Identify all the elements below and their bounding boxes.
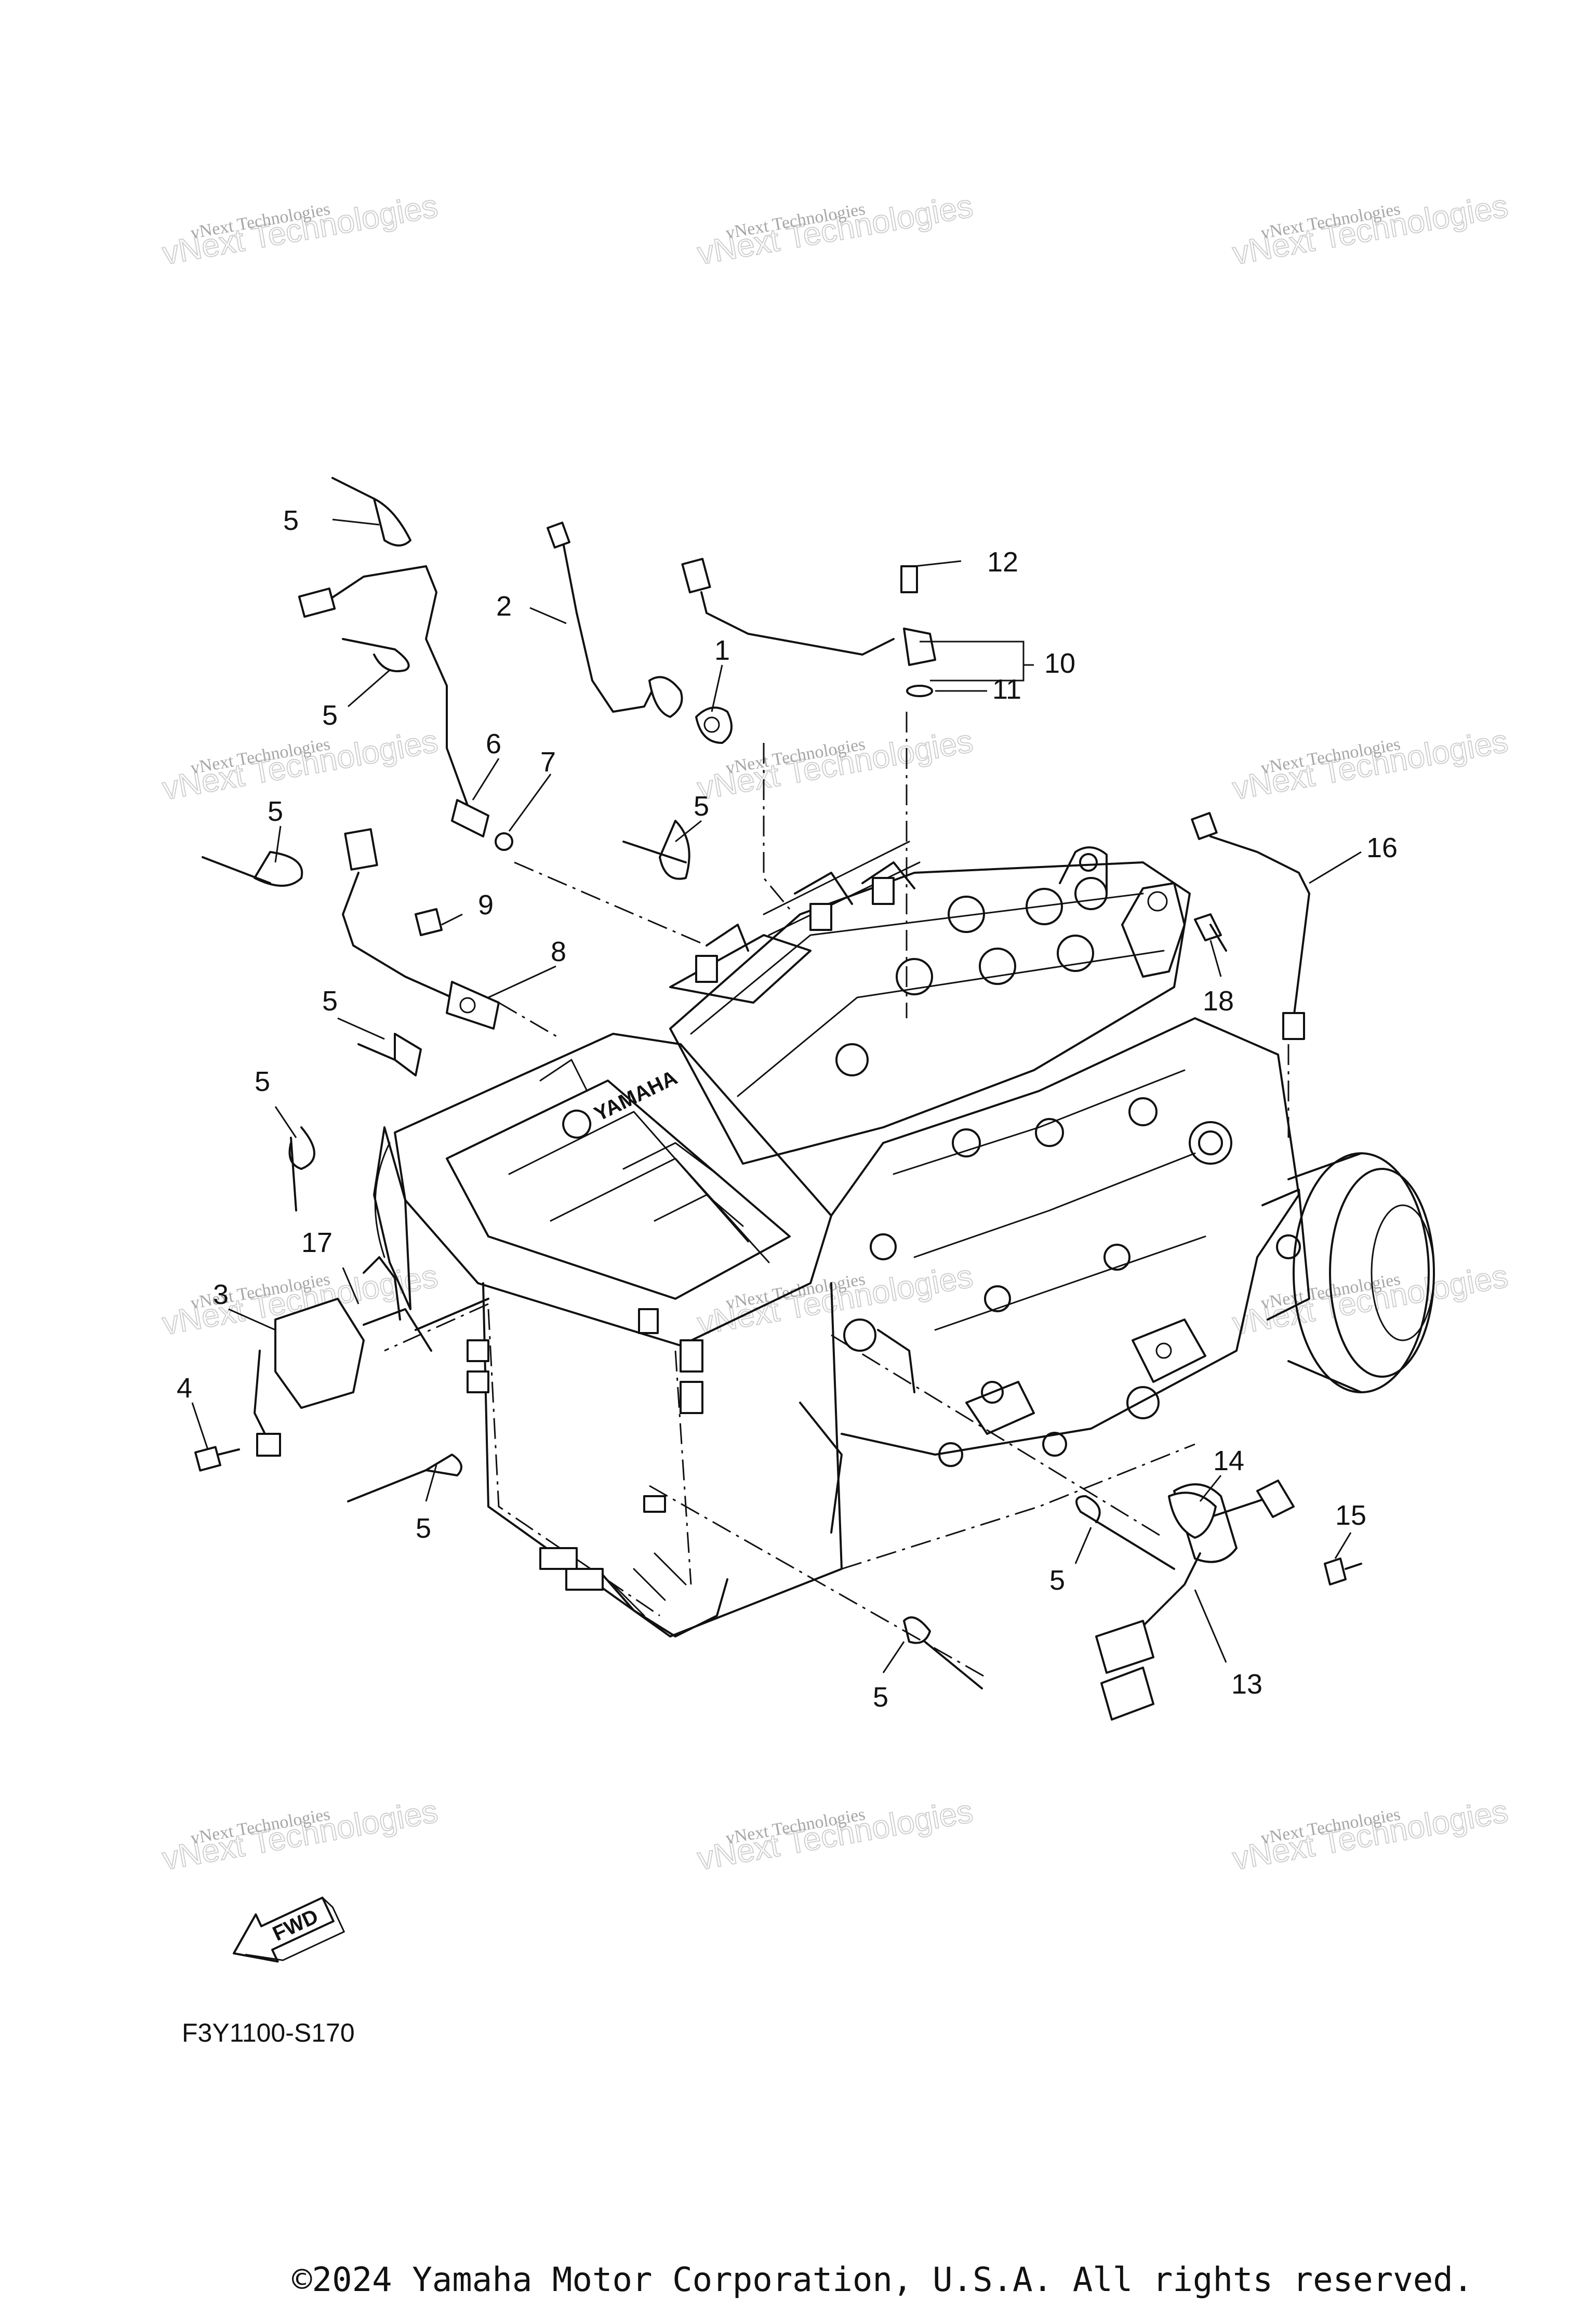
cable-tie: [622, 820, 690, 880]
diagram-code: F3Y1100-S170: [182, 2018, 355, 2047]
bolt-4: [194, 1446, 240, 1472]
callout-5: 5: [322, 700, 338, 731]
cable-tie: [903, 1616, 983, 1689]
callout-5: 5: [873, 1682, 888, 1713]
cable-tie: [202, 851, 303, 887]
callout-7: 7: [540, 747, 556, 778]
callout-5: 5: [268, 796, 283, 827]
callout-14: 14: [1213, 1445, 1244, 1476]
watermark: vNext Technologies vNext Technologies: [1229, 1793, 1511, 1877]
callout-4: 4: [177, 1373, 192, 1404]
watermark: vNext Technologies vNext Technologies: [694, 188, 976, 272]
callout-13: 13: [1231, 1669, 1262, 1700]
fwd-arrow-icon: FWD: [233, 1896, 345, 1963]
callout-9: 9: [478, 889, 494, 921]
watermark: vNext Technologies vNext Technologies: [159, 188, 441, 272]
brand-mark: YAMAHA: [591, 1066, 681, 1126]
watermark: vNext Technologies vNext Technologies: [1229, 1258, 1511, 1342]
cable-tie: [331, 477, 411, 547]
callout-10: 10: [1044, 648, 1075, 679]
callout-5: 5: [694, 791, 709, 822]
sensor-10: [681, 557, 936, 697]
sensor-6: [298, 565, 513, 851]
callout-6: 6: [486, 728, 501, 760]
sensor-8: [342, 828, 500, 1030]
watermark: vNext Technologies vNext Technologies: [694, 723, 976, 807]
watermark: vNext Technologies vNext Technologies: [159, 723, 441, 807]
callout-16: 16: [1366, 832, 1398, 863]
callout-leaders: [191, 518, 1362, 1673]
sensor-13: [1095, 1480, 1362, 1721]
cable-tie: [347, 1454, 462, 1502]
watermark: vNext Technologies vNext Technologies: [1229, 188, 1511, 272]
cable-tie: [357, 1033, 422, 1076]
callout-8: 8: [551, 936, 566, 967]
engine-block: YAMAHA: [373, 841, 1435, 1637]
callout-15: 15: [1335, 1500, 1366, 1531]
callout-11: 11: [992, 674, 1021, 705]
coil-3: [254, 1256, 489, 1457]
callout-2: 2: [496, 591, 512, 622]
sensor-1: [695, 707, 733, 744]
sensor-lead-2: [547, 522, 683, 718]
callout-5: 5: [283, 505, 299, 536]
callout-3: 3: [213, 1279, 229, 1310]
sensor-18: [1194, 913, 1227, 952]
watermark: vNext Technologies vNext Technologies: [1229, 723, 1511, 807]
callout-5: 5: [322, 985, 338, 1017]
callout-12: 12: [987, 547, 1018, 578]
callout-18: 18: [1203, 985, 1234, 1017]
watermark: vNext Technologies vNext Technologies: [694, 1793, 976, 1877]
sensor-16: [1191, 812, 1310, 1040]
yamaha-emblem: YAMAHA: [562, 1066, 681, 1139]
callout-1: 1: [714, 635, 730, 666]
copyright-notice: ©2024 Yamaha Motor Corporation, U.S.A. A…: [292, 2261, 1473, 2299]
cable-tie: [288, 1126, 315, 1211]
callout-5: 5: [416, 1513, 431, 1544]
cable-tie: [342, 638, 410, 672]
cable-tie: [1075, 1495, 1175, 1570]
callout-numbers: 5 2 1 12 10 11 5 6 7 5 5 16 9 8 18 5 5 1…: [177, 505, 1398, 1713]
callout-5: 5: [1049, 1565, 1065, 1596]
callout-5: 5: [255, 1066, 270, 1097]
watermark: vNext Technologies vNext Technologies: [159, 1793, 441, 1877]
callout-17: 17: [301, 1227, 332, 1258]
